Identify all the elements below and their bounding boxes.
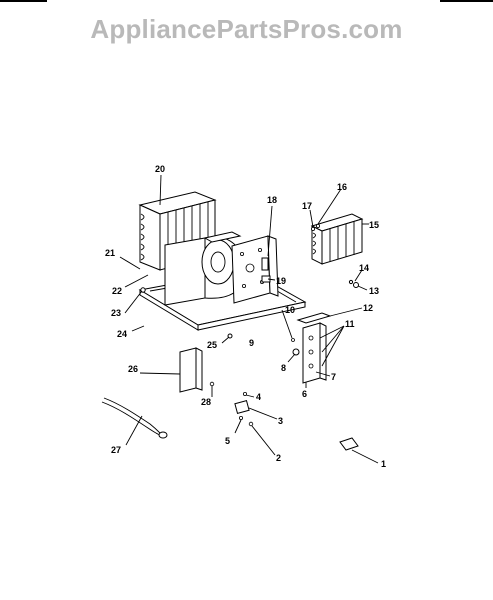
callout-17: 17	[302, 201, 312, 211]
part-bracket-18[interactable]	[261, 257, 269, 271]
callout-23: 23	[111, 308, 121, 318]
part-nut-13[interactable]	[353, 282, 359, 288]
callout-19: 19	[276, 276, 286, 286]
callout-22: 22	[112, 286, 122, 296]
callout-6: 6	[302, 389, 307, 399]
part-power-cord[interactable]	[101, 397, 168, 439]
callout-15: 15	[369, 220, 379, 230]
callout-20: 20	[155, 164, 165, 174]
callout-1: 1	[381, 459, 386, 469]
callout-24: 24	[117, 329, 127, 339]
part-capacitor[interactable]	[234, 391, 254, 427]
callout-3: 3	[278, 416, 283, 426]
part-fitting-16[interactable]	[315, 223, 320, 228]
callout-10: 10	[285, 305, 295, 315]
callout-14: 14	[359, 263, 369, 273]
part-knob[interactable]	[339, 437, 359, 451]
part-control-bracket[interactable]	[291, 312, 332, 384]
callout-13: 13	[369, 286, 379, 296]
part-condenser-coil[interactable]	[310, 213, 364, 265]
callout-27: 27	[111, 445, 121, 455]
part-screw-28[interactable]	[209, 381, 215, 387]
callout-4: 4	[256, 392, 261, 402]
top-rule-right	[440, 0, 493, 2]
part-mounting-bracket-26[interactable]	[179, 347, 203, 393]
callout-16: 16	[337, 182, 347, 192]
callout-12: 12	[363, 303, 373, 313]
callout-7: 7	[331, 372, 336, 382]
callout-25: 25	[207, 340, 217, 350]
callout-5: 5	[225, 436, 230, 446]
callout-26: 26	[128, 364, 138, 374]
callout-2: 2	[276, 453, 281, 463]
part-bulkhead-panel[interactable]	[231, 235, 279, 304]
callout-18: 18	[267, 195, 277, 205]
callout-11: 11	[345, 319, 355, 329]
callout-28: 28	[201, 397, 211, 407]
part-fitting-17[interactable]	[310, 226, 315, 231]
callout-21: 21	[105, 248, 115, 258]
callout-8: 8	[281, 363, 286, 373]
part-washer-14[interactable]	[348, 279, 354, 285]
callout-9: 9	[249, 338, 254, 348]
leader-lines	[119, 174, 379, 464]
watermark: AppliancePartsPros.com	[90, 14, 403, 44]
top-rule-left	[0, 0, 47, 2]
